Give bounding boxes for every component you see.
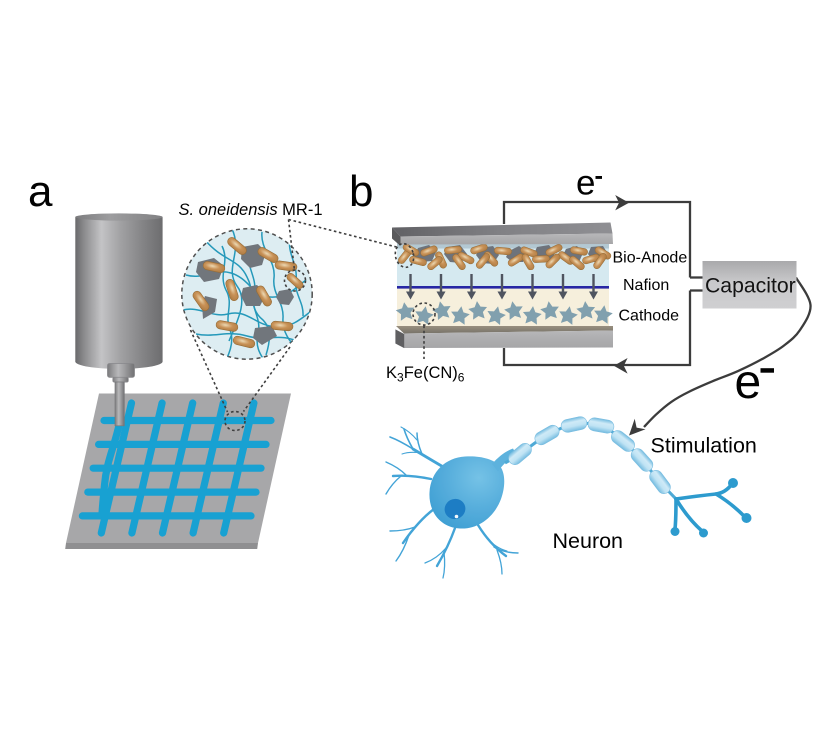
svg-text:e: e (576, 164, 595, 203)
svg-text:Neuron: Neuron (553, 529, 624, 553)
svg-text:Stimulation: Stimulation (651, 434, 757, 458)
svg-text:e: e (735, 356, 762, 409)
svg-text:Cathode: Cathode (619, 308, 680, 325)
svg-text:Capacitor: Capacitor (705, 275, 796, 298)
svg-text:a: a (28, 167, 53, 216)
svg-text:b: b (349, 167, 373, 216)
svg-text:S. oneidensis MR-1: S. oneidensis MR-1 (179, 201, 323, 219)
svg-text:Nafion: Nafion (623, 277, 669, 294)
svg-text:K3Fe(CN)6: K3Fe(CN)6 (386, 364, 465, 385)
svg-text:Bio-Anode: Bio-Anode (613, 250, 688, 267)
